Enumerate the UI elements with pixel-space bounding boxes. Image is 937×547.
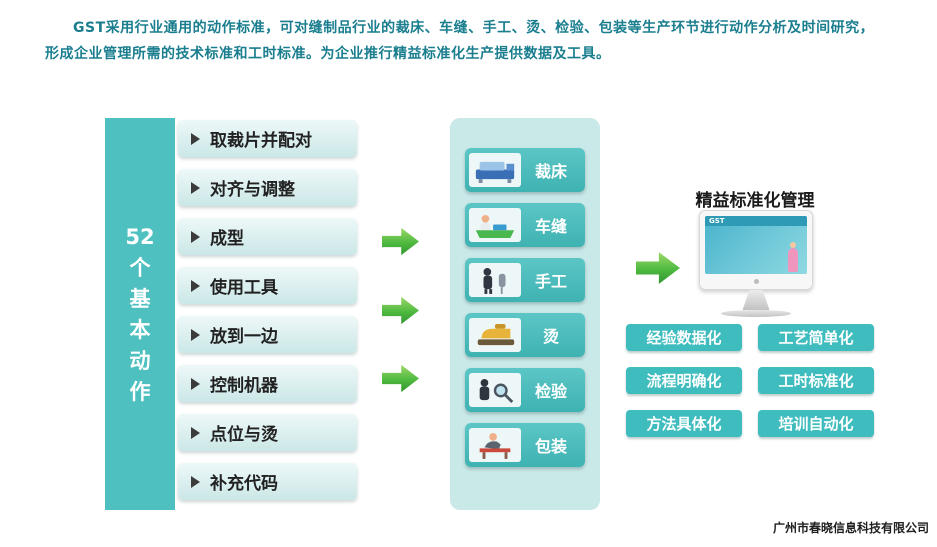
bar-char: 动 [129,348,151,373]
arrow-right-icon [191,132,200,145]
action-item-3: 使用工具 [178,267,357,304]
action-label: 放到一边 [210,327,278,347]
benefit-badge-1: 工艺简单化 [758,324,874,351]
inspection-icon [469,373,521,407]
action-item-2: 成型 [178,218,357,255]
sewing-icon [469,208,521,242]
result-title: 精益标准化管理 [695,191,815,211]
action-label: 控制机器 [210,376,278,396]
arrow-right-icon [191,328,200,341]
arrow-right-icon [191,426,200,439]
ironing-icon [469,318,521,352]
benefit-grid: 经验数据化 工艺简单化 流程明确化 工时标准化 方法具体化 培训自动化 [626,324,874,437]
process-label: 烫 [542,327,559,346]
benefit-badge-0: 经验数据化 [626,324,742,351]
arrow-right-icon [191,181,200,194]
action-label: 点位与烫 [210,425,278,445]
action-label: 对齐与调整 [210,180,295,200]
company-name: 广州市春晓信息科技有限公司 [772,521,929,535]
process-item-ironing: 烫 [465,313,585,357]
flow-arrow-icon [382,364,419,393]
flow-arrow-icon [382,227,419,256]
arrow-right-icon [191,377,200,390]
action-label: 使用工具 [210,278,278,298]
bar-char: 本 [129,317,151,342]
monitor: GST [699,210,813,290]
arrow-right-icon [191,475,200,488]
screen-figure-icon [788,248,798,272]
computer-illustration: GST [699,210,813,317]
process-item-cutting: 裁床 [465,148,585,192]
action-label: 成型 [210,229,244,249]
benefit-badge-2: 流程明确化 [626,367,742,394]
benefit-badge-3: 工时标准化 [758,367,874,394]
monitor-base [721,310,791,317]
benefit-badge-4: 方法具体化 [626,410,742,437]
process-item-inspection: 检验 [465,368,585,412]
action-label: 补充代码 [210,474,278,494]
action-item-0: 取裁片并配对 [178,120,357,157]
action-label: 取裁片并配对 [210,131,312,151]
intro-text-line1: GST采用行业通用的动作标准，可对缝制品行业的裁床、车缝、手工、烫、检验、包装等… [73,20,875,36]
monitor-stand [742,290,770,310]
bar-char: 作 [129,379,151,404]
action-item-7: 补充代码 [178,463,357,500]
process-label: 检验 [534,382,567,401]
basic-actions-bar: 52 个 基 本 动 作 [105,118,175,510]
logo-dot-icon [753,279,759,284]
benefit-badge-5: 培训自动化 [758,410,874,437]
process-panel: 裁床 车缝 [450,118,600,510]
action-list: 取裁片并配对 对齐与调整 成型 使用工具 放到一边 控制机器 点位与烫 补充代 [178,120,357,500]
action-item-1: 对齐与调整 [178,169,357,206]
bar-char: 个 [129,255,151,280]
action-item-5: 控制机器 [178,365,357,402]
process-label: 包装 [534,437,567,456]
process-label: 手工 [534,272,567,291]
flow-arrow-icon [382,296,419,325]
action-item-6: 点位与烫 [178,414,357,451]
process-item-packaging: 包装 [465,423,585,467]
process-item-sewing: 车缝 [465,203,585,247]
process-label: 裁床 [534,162,567,181]
process-label: 车缝 [534,217,567,236]
screen-figure-icon [790,242,796,248]
packaging-icon [469,428,521,462]
bar-char: 基 [129,286,151,311]
flow-arrow-icon [636,252,680,284]
process-item-handwork: 手工 [465,258,585,302]
arrow-right-icon [191,279,200,292]
action-item-4: 放到一边 [178,316,357,353]
screen-title: GST [705,216,807,226]
handwork-icon [469,263,521,297]
cutting-bed-icon [469,153,521,187]
bar-char: 52 [125,224,155,249]
intro-text-line2: 形成企业管理所需的技术标准和工时标准。为企业推行精益标准化生产提供数据及工具。 [45,46,611,62]
screen: GST [705,216,807,274]
arrow-right-icon [191,230,200,243]
